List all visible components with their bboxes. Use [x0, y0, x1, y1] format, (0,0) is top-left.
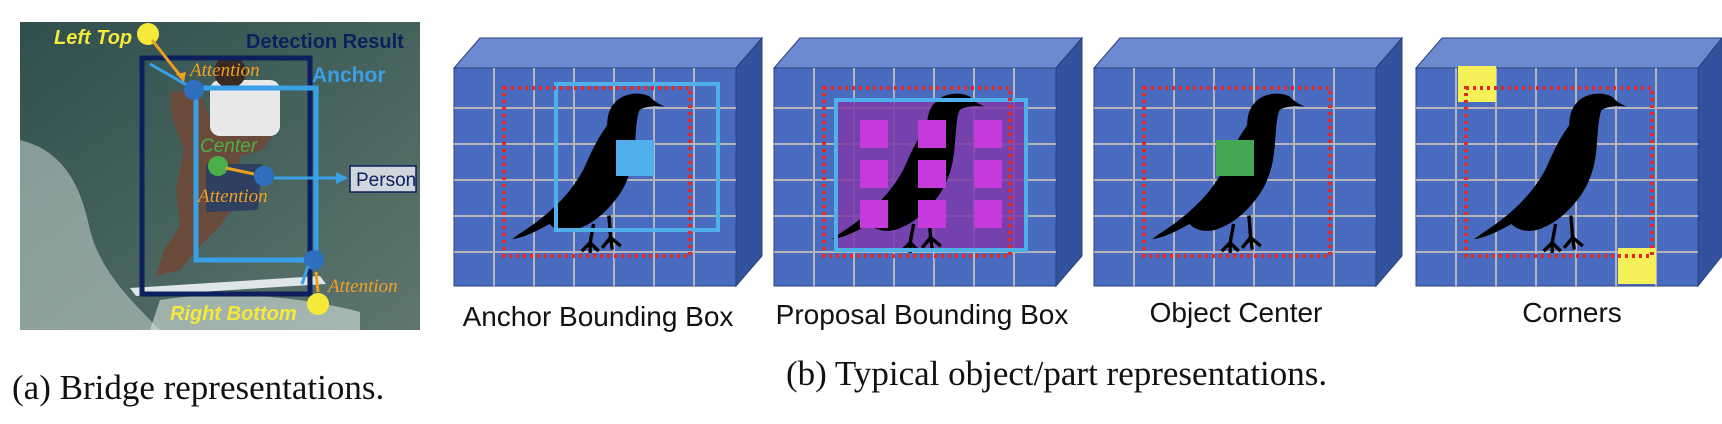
left-top-keypoint [137, 23, 159, 45]
part-squares [860, 120, 1002, 228]
right-bottom-attention-point [304, 250, 324, 270]
left-top-attention-point [184, 80, 204, 100]
right-bottom-corner-cell [1618, 248, 1656, 284]
attention-label-3: Attention [326, 276, 398, 297]
panel-a-diagram: Left Top Detection Result Anchor Attenti… [20, 22, 420, 330]
person-label: Person [356, 170, 416, 191]
caption-a: (a) Bridge representations. [12, 368, 385, 407]
water-splash [20, 140, 160, 330]
anchor-bounding-box [554, 82, 720, 232]
detection-result-box [139, 55, 313, 297]
anchor-cell [616, 140, 654, 176]
left-top-label: Left Top [54, 27, 132, 49]
caption-b: (b) Typical object/part representations. [786, 354, 1328, 393]
center-attention-point [254, 166, 274, 186]
feature-block-anchor [452, 36, 764, 288]
label-proposal-bounding-box: Proposal Bounding Box [776, 299, 1069, 330]
attention-label-1: Attention [188, 60, 260, 81]
surfer-figure [130, 56, 326, 296]
ground-truth-box [1464, 86, 1654, 258]
right-bottom-label: Right Bottom [170, 303, 297, 325]
center-label: Center [200, 136, 258, 157]
right-bottom-keypoint [307, 293, 329, 315]
label-object-center: Object Center [1150, 297, 1323, 328]
anchor-box [193, 85, 319, 263]
label-corners: Corners [1522, 297, 1622, 328]
feature-block-corners [1414, 37, 1722, 288]
detection-result-label: Detection Result [246, 31, 404, 53]
feature-block-proposal [772, 36, 1084, 288]
ground-truth-box [502, 86, 692, 258]
feature-block-center [1092, 36, 1404, 288]
ground-truth-box [822, 86, 1012, 258]
center-keypoint [208, 156, 228, 176]
left-top-corner-cell [1458, 66, 1496, 102]
label-anchor-bounding-box: Anchor Bounding Box [463, 301, 734, 332]
center-cell [1216, 140, 1254, 176]
attention-label-2: Attention [196, 186, 268, 207]
proposal-bounding-box [834, 98, 1028, 252]
anchor-label: Anchor [312, 64, 386, 87]
person-label-box [349, 165, 417, 193]
ground-truth-box [1142, 86, 1332, 258]
